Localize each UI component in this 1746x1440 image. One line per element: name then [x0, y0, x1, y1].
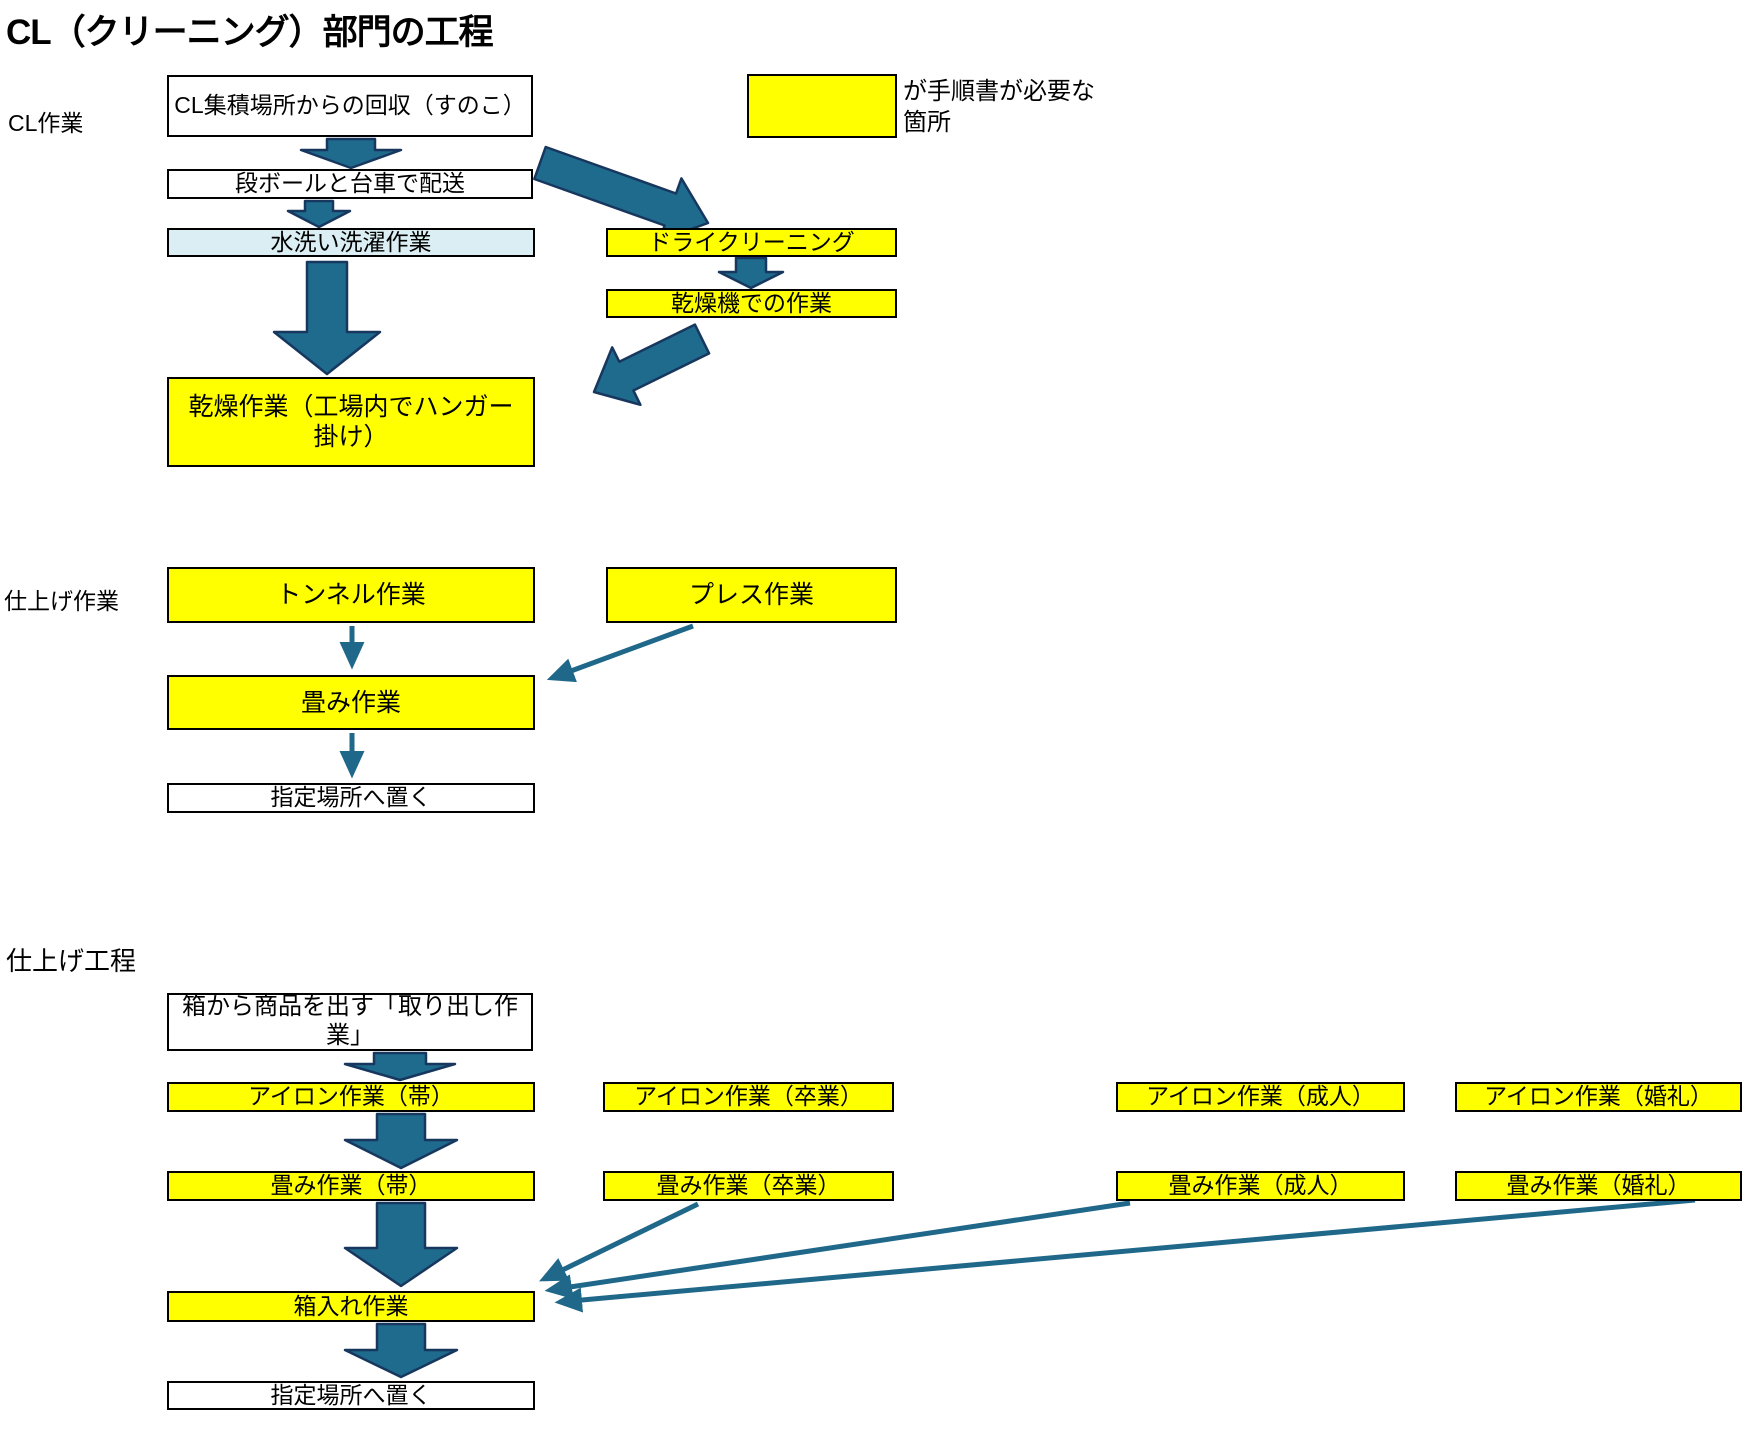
- box-tunnel: トンネル作業: [167, 567, 535, 623]
- box-boxing: 箱入れ作業: [167, 1291, 535, 1322]
- box-takeout: 箱から商品を出す「取り出し作業」: [167, 993, 533, 1051]
- legend-label: が手順書が必要な箇所: [903, 78, 1095, 136]
- arrow-dryer-to-hanger-drying: [592, 323, 711, 407]
- arrow-fold-obi-to-boxing: [343, 1201, 459, 1288]
- box-fold-sotsugyo: 畳み作業（卒業）: [603, 1171, 894, 1201]
- arrow-press-to-folding: [546, 623, 694, 683]
- box-iron-seijin: アイロン作業（成人）: [1116, 1082, 1405, 1112]
- arrow-boxing-to-place: [343, 1322, 459, 1379]
- box-press: プレス作業: [606, 567, 897, 623]
- legend-highlight-swatch: [747, 74, 897, 138]
- box-fold-obi: 畳み作業（帯）: [167, 1171, 535, 1201]
- arrow-drycleaning-to-dryer: [717, 256, 785, 290]
- box-iron-konrei: アイロン作業（婚礼）: [1455, 1082, 1742, 1112]
- box-fold-seijin: 畳み作業（成人）: [1116, 1171, 1405, 1201]
- box-place-designated-1: 指定場所へ置く: [167, 783, 535, 813]
- section-label-finishing: 仕上げ作業: [4, 588, 119, 614]
- box-fold-konrei: 畳み作業（婚礼）: [1455, 1171, 1742, 1201]
- arrow-collect-to-delivery: [299, 137, 403, 170]
- arrow-wash-to-hanger-drying: [272, 260, 382, 376]
- box-wash: 水洗い洗濯作業: [167, 228, 535, 257]
- section-label-cl: CL作業: [8, 110, 84, 136]
- section-label-finishing-process: 仕上げ工程: [6, 946, 137, 976]
- arrow-takeout-to-iron-obi: [343, 1051, 457, 1082]
- box-place-designated-2: 指定場所へ置く: [167, 1381, 535, 1410]
- arrow-fold-konrei-to-boxing: [554, 1197, 1696, 1313]
- arrow-delivery-to-wash: [286, 199, 352, 229]
- box-delivery: 段ボールと台車で配送: [167, 169, 533, 199]
- arrow-fold-sotsugyo-to-boxing: [539, 1201, 700, 1282]
- box-dryer: 乾燥機での作業: [606, 289, 897, 318]
- arrow-fold-seijin-to-boxing: [544, 1200, 1131, 1300]
- box-folding: 畳み作業: [167, 675, 535, 730]
- box-cl-collect: CL集積場所からの回収（すのこ）: [167, 75, 533, 137]
- page-title: CL（クリーニング）部門の工程: [6, 13, 494, 52]
- arrow-iron-obi-to-fold-obi: [343, 1112, 459, 1170]
- box-iron-sotsugyo: アイロン作業（卒業）: [603, 1082, 894, 1112]
- box-hanger-drying: 乾燥作業（工場内でハンガー掛け）: [167, 377, 535, 467]
- arrow-delivery-to-drycleaning: [533, 145, 710, 242]
- box-iron-obi: アイロン作業（帯）: [167, 1082, 535, 1112]
- box-dry-cleaning: ドライクリーニング: [606, 228, 897, 257]
